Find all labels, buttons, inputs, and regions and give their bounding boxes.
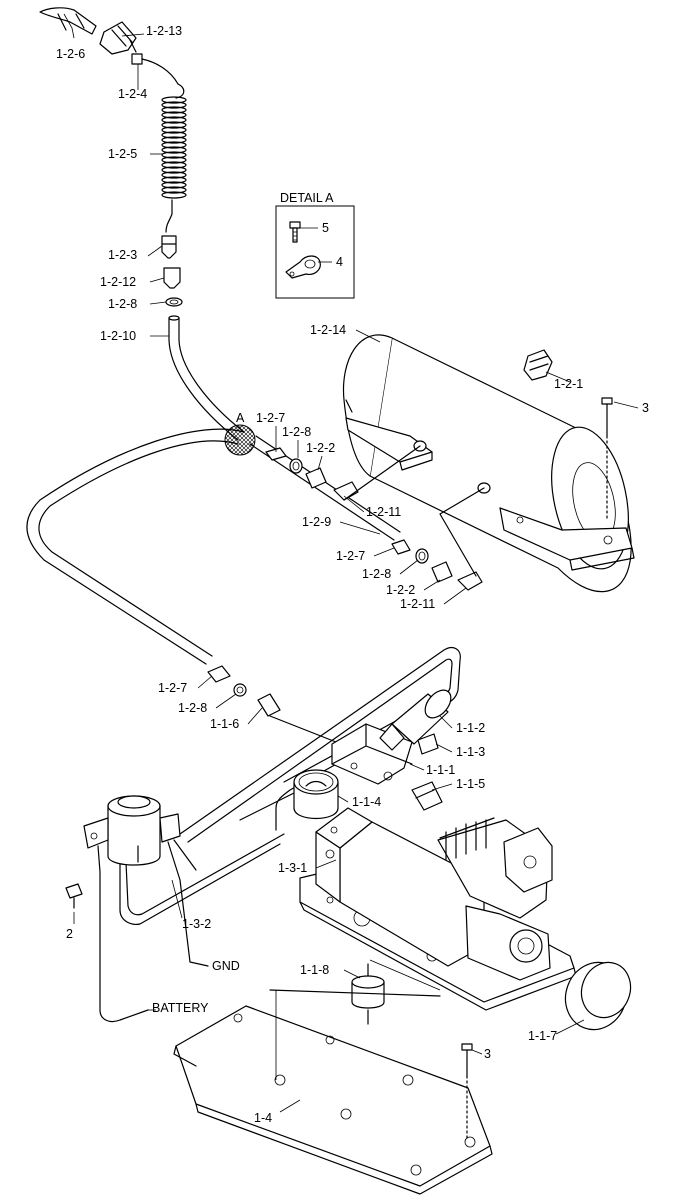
detail-bolt-5 (289, 221, 301, 243)
label-1-1-5: 1-1-5 (456, 777, 485, 791)
label-1-2-8-b: 1-2-8 (362, 567, 391, 581)
label-1-2-11-b: 1-2-11 (400, 597, 435, 611)
detail-a-marker (224, 424, 256, 456)
hose-coil (161, 131, 187, 139)
label-1-2-7-a: 1-2-7 (256, 411, 285, 425)
label-1-2-12: 1-2-12 (100, 275, 136, 289)
hose-coil (161, 166, 187, 174)
label-1-2-10: 1-2-10 (100, 329, 136, 343)
label-1-1-6: 1-1-6 (210, 717, 239, 731)
hose-coil (161, 116, 187, 124)
hose-coil (161, 106, 187, 114)
label-2: 2 (66, 927, 73, 941)
hose-coil (161, 186, 187, 194)
bolt-3-bottom (461, 1043, 473, 1141)
fittings-hose-end (207, 665, 337, 743)
detail-clamp-4 (285, 255, 321, 279)
mounting-bracket-1-4 (173, 1005, 493, 1195)
bolt-3-top (601, 397, 613, 521)
ring-1-2-8-top (165, 297, 183, 307)
label-1-2-11-a: 1-2-11 (366, 505, 401, 519)
hose-coil (161, 181, 187, 189)
hose-end-fitting (131, 53, 179, 85)
label-5: 5 (322, 221, 329, 235)
fitting-1-2-12 (163, 267, 181, 289)
hose-coil (161, 141, 187, 149)
leader-lines (63, 13, 639, 1113)
fittings-upper-run (265, 445, 421, 501)
hose-coil (161, 111, 187, 119)
fitting-1-1-3 (417, 733, 439, 755)
label-1-2-7-c: 1-2-7 (158, 681, 187, 695)
label-gnd: GND (212, 959, 240, 973)
label-1-2-5: 1-2-5 (108, 147, 137, 161)
vibration-mount-1-1-8 (269, 959, 441, 1025)
label-3-bottom: 3 (484, 1047, 491, 1061)
label-1-2-7-b: 1-2-7 (336, 549, 365, 563)
hose-coil (161, 161, 187, 169)
air-filter-1-1-7 (564, 961, 632, 1031)
label-1-2-8-a: 1-2-8 (282, 425, 311, 439)
label-1-1-7: 1-1-7 (528, 1029, 557, 1043)
hose-coil (161, 126, 187, 134)
label-1-2-4: 1-2-4 (118, 87, 147, 101)
hose-coil (161, 146, 187, 154)
gauge-1-1-4 (293, 769, 339, 819)
label-4: 4 (336, 255, 343, 269)
hose-coil (161, 101, 187, 109)
label-1-2-3: 1-2-3 (108, 248, 137, 262)
hose-coil (161, 151, 187, 159)
coiled-hose (161, 83, 187, 233)
screw-2 (65, 883, 83, 909)
detail-a-title: DETAIL A (280, 191, 334, 205)
label-1-1-8: 1-1-8 (300, 963, 329, 977)
hose-1-2-10 (168, 315, 245, 441)
label-1-1-3: 1-1-3 (456, 745, 485, 759)
label-battery: BATTERY (152, 1001, 209, 1015)
label-1-2-2-a: 1-2-2 (306, 441, 335, 455)
hose-coil (161, 96, 187, 104)
label-1-1-1: 1-1-1 (426, 763, 455, 777)
label-1-3-1: 1-3-1 (278, 861, 307, 875)
label-1-1-2: 1-1-2 (456, 721, 485, 735)
tank-valve-1-2-1 (523, 349, 553, 381)
relay-1-3-1 (83, 795, 209, 1023)
fittings-lower-run (391, 487, 485, 591)
nipple-1-1-5 (411, 781, 443, 811)
label-1-2-9: 1-2-9 (302, 515, 331, 529)
label-1-2-8-top: 1-2-8 (108, 297, 137, 311)
label-1-2-14: 1-2-14 (310, 323, 346, 337)
hose-coil (161, 156, 187, 164)
hose-coil (161, 121, 187, 129)
hose-coil (161, 191, 187, 199)
pressure-switch-1-1-2 (379, 689, 452, 751)
tire-chuck (39, 7, 137, 55)
label-A: A (236, 411, 245, 425)
hose-coil (161, 136, 187, 144)
label-1-4: 1-4 (254, 1111, 272, 1125)
hose-coil (161, 176, 187, 184)
label-1-2-6: 1-2-6 (56, 47, 85, 61)
label-1-1-4: 1-1-4 (352, 795, 381, 809)
label-3-top: 3 (642, 401, 649, 415)
detail-a-box: DETAIL A (275, 191, 355, 299)
air-tank-1-2-14 (342, 334, 635, 593)
label-1-2-1: 1-2-1 (554, 377, 583, 391)
hose-coupler-1-2-3 (161, 235, 177, 259)
hose-loop-1-2-9 (26, 428, 401, 665)
hose-coil (161, 171, 187, 179)
label-1-2-8-c: 1-2-8 (178, 701, 207, 715)
compressor-head (437, 817, 553, 981)
callout-labels: 1-2-6 1-2-13 1-2-4 1-2-5 1-2-3 1-2-12 1-… (56, 24, 649, 1125)
label-1-2-2-b: 1-2-2 (386, 583, 415, 597)
label-1-2-13: 1-2-13 (146, 24, 182, 38)
label-1-3-2: 1-3-2 (182, 917, 211, 931)
